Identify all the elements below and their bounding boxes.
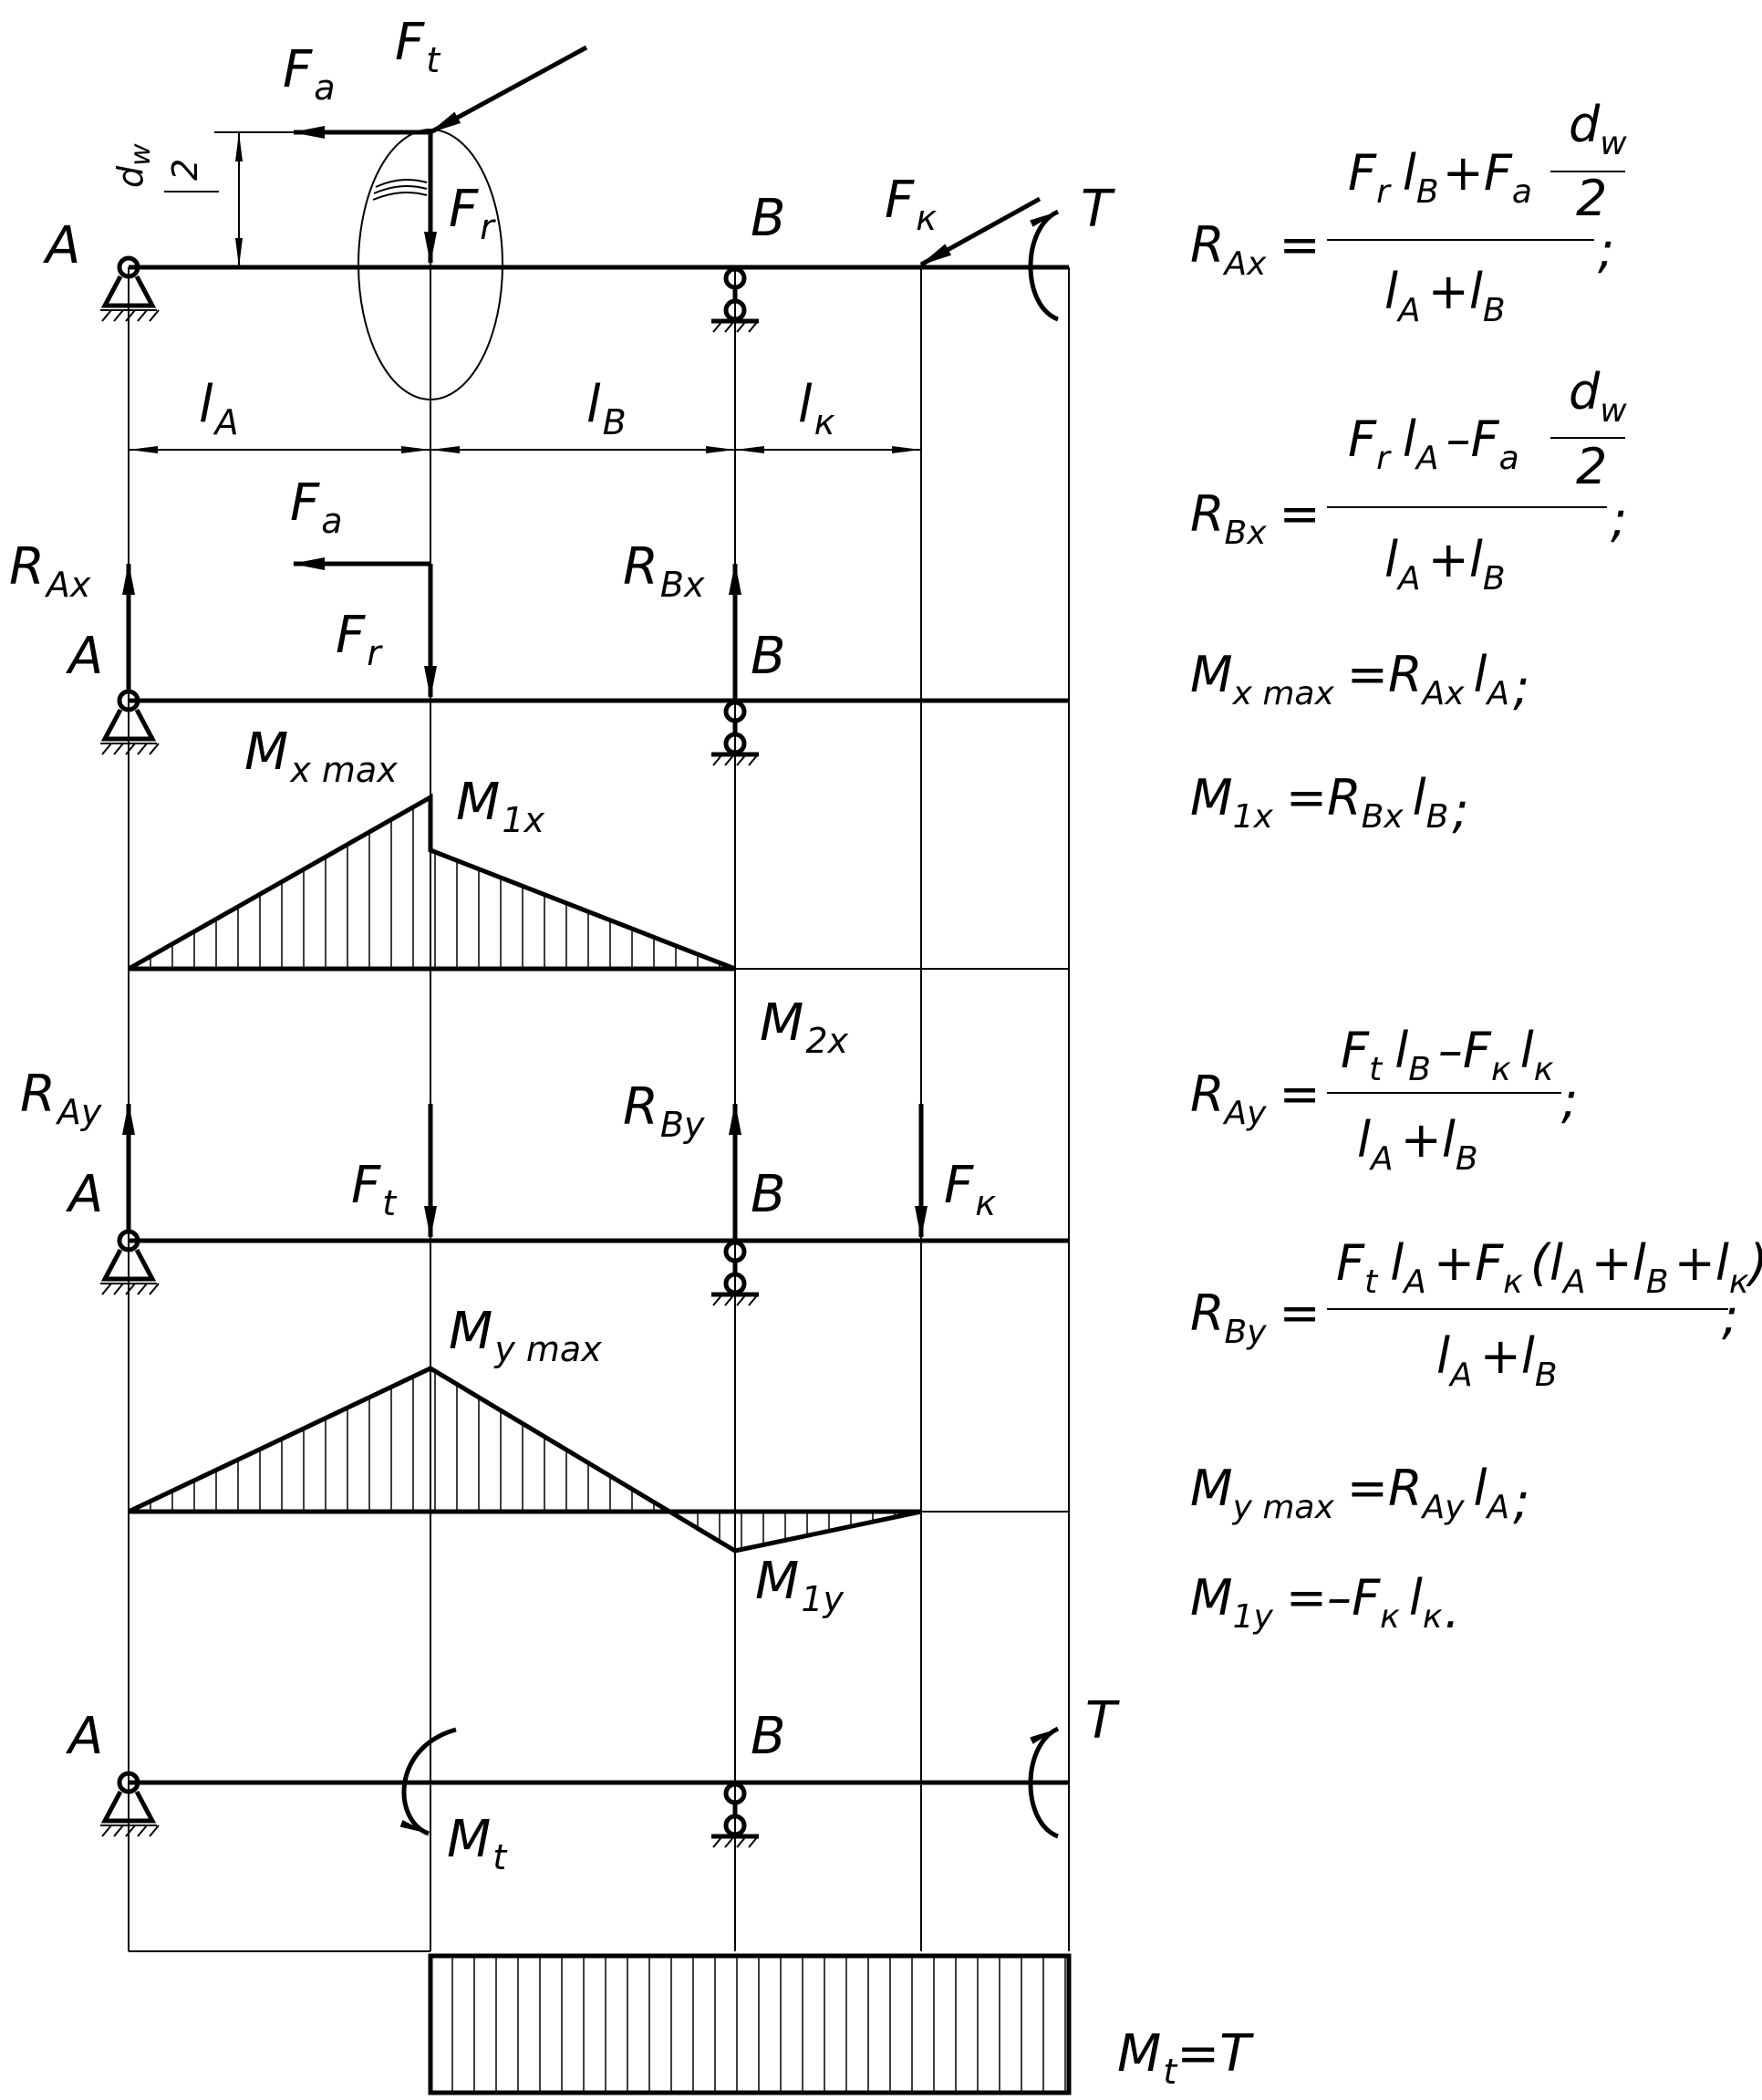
torque-Mt-arrow [399,1727,457,1836]
svg-text:RBx=: RBx= [1190,485,1321,552]
label-Ft-y: Ft [351,1156,398,1223]
svg-text:lA+lB: lA+lB [1384,531,1506,598]
svg-text:;: ; [1722,1288,1738,1346]
label-RBy: RBy [623,1077,705,1145]
moment-x-outline [127,793,736,972]
label-A-x: A [66,627,103,686]
label-Fk-y: Fк [944,1156,996,1223]
svg-text:2: 2 [1576,170,1607,227]
top-scheme: A B T Fa Ft Fr Fк dw 2 lA lB lк [43,13,1115,453]
svg-text:;: ; [1561,1072,1578,1129]
support-A-t [100,1771,160,1837]
svg-text:lA+lB: lA+lB [1384,263,1506,329]
support-B-top [711,266,759,333]
label-dw-2: dw 2 [110,143,205,188]
torque-T-arrow [1028,209,1060,322]
svg-text:RAx=: RAx= [1190,216,1321,283]
svg-text:dw: dw [110,143,157,188]
support-B-x [711,700,759,766]
torque-rect [428,1953,1072,2095]
label-Fr-x: Fr [336,606,383,673]
label-Fa-top: Fa [283,40,336,108]
label-lk: lк [798,375,835,442]
svg-text:2: 2 [165,159,205,181]
label-T-top: T [1081,180,1115,239]
y-plane-scheme: RAy A RBy B Ft Fк [20,1065,1069,1306]
svg-text:RBy=: RBy= [1190,1284,1321,1351]
moment-y-outline [127,1366,922,1554]
label-Ft-top: Ft [395,13,441,80]
label-M1y: M1y [755,1552,845,1619]
moment-y-hatching [150,1370,917,1550]
label-B-y: B [751,1165,785,1224]
svg-text:2: 2 [1576,438,1607,495]
projection-lines [128,173,1070,1952]
torsion-scheme: A B T Mt [66,1691,1120,1877]
label-Fr-top: Fr [449,180,496,247]
label-lA: lA [199,375,239,442]
moment-diagram-x: Mx max M1x M2x [127,723,1069,1061]
label-lB: lB [586,375,627,442]
label-B-top: B [751,189,785,248]
svg-text:lA+lB: lA+lB [1357,1111,1478,1178]
force-Fk-arrow [919,196,1042,267]
support-B-t [711,1782,759,1848]
label-Mt-T: Mt=T [1117,2024,1254,2092]
support-A-y [100,1229,160,1295]
svg-text:dw: dw [1569,363,1627,430]
force-Ft-arrow [429,45,588,135]
label-RBx: RBx [623,537,705,605]
support-A-top [100,255,160,322]
label-RAx: RAx [9,537,91,605]
moment-x-hatching [150,806,720,969]
torque-T2-arrow [1028,1726,1060,1839]
label-Fa-x: Fa [290,473,343,541]
label-RAy: RAy [20,1065,102,1132]
label-Mt: Mt [447,1810,508,1877]
label-A-top: A [43,216,80,275]
label-M1x: M1x [456,773,545,840]
svg-text:;: ; [1611,491,1627,548]
label-A-t: A [66,1707,103,1766]
label-A-y: A [66,1165,103,1224]
svg-text:RAy=: RAy= [1190,1066,1321,1132]
torque-diagram: Mt=T [428,1953,1254,2095]
label-Mx-max: Mx max [244,723,398,790]
label-B-x: B [751,627,785,686]
x-plane-scheme: RAx A RBx B Fa Fr [9,473,1069,766]
label-Fk-top: Fк [885,171,937,238]
support-B-y [711,1240,759,1306]
label-B-t: B [751,1707,785,1766]
svg-text:dw: dw [1569,96,1627,162]
svg-text:lA+lB: lA+lB [1436,1327,1558,1394]
moment-diagram-y: My max M1y [127,1302,1069,1619]
torque-hatching [451,1956,1066,2093]
label-M2x: M2x [760,993,849,1061]
label-My-max: My max [449,1302,602,1369]
label-T-t: T [1085,1691,1120,1751]
svg-text:;: ; [1598,222,1614,279]
